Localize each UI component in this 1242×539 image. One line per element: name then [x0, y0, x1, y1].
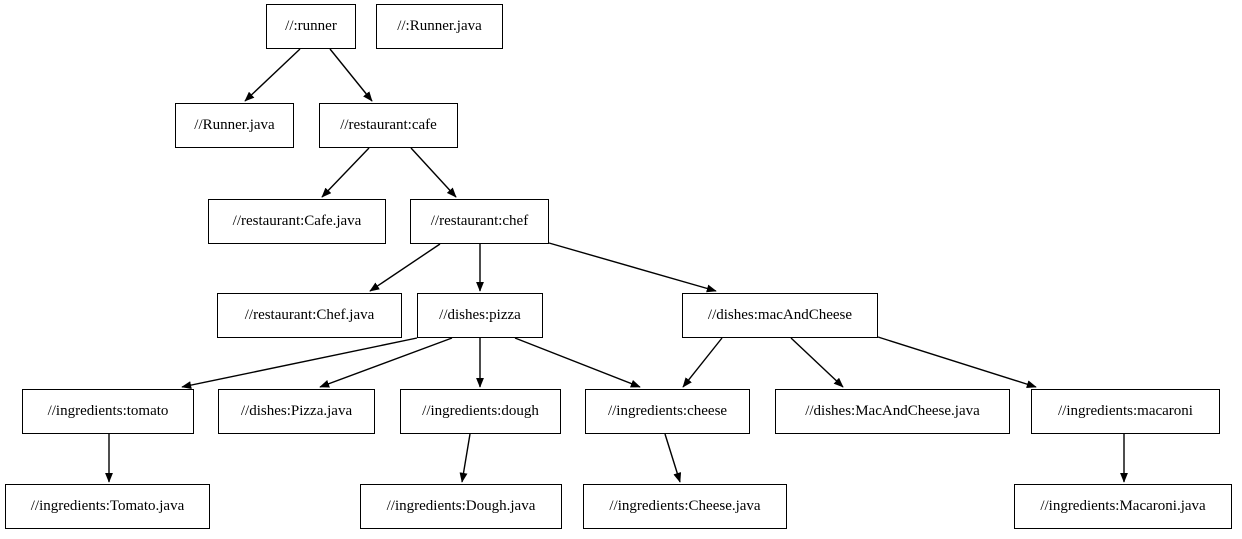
graph-node-runner_java_root[interactable]: //:Runner.java [376, 4, 503, 49]
graph-node-restaurant_chef[interactable]: //restaurant:chef [410, 199, 549, 244]
graph-edge-ing_dough-to-ing_dough_java [459, 433, 471, 483]
graph-edge-dishes_macandcheese-to-ing_macaroni [877, 336, 1037, 389]
graph-node-label: //dishes:Pizza.java [240, 403, 353, 419]
graph-node-ing_cheese_java[interactable]: //ingredients:Cheese.java [583, 484, 787, 529]
graph-node-ing_tomato[interactable]: //ingredients:tomato [22, 389, 194, 434]
graph-node-ing_dough[interactable]: //ingredients:dough [400, 389, 561, 434]
graph-edge-restaurant_chef-to-restaurant_chef_java [369, 243, 441, 292]
graph-edge-dishes_pizza-to-ing_tomato [181, 337, 418, 390]
graph-node-restaurant_cafe[interactable]: //restaurant:cafe [319, 103, 458, 148]
graph-node-ing_tomato_java[interactable]: //ingredients:Tomato.java [5, 484, 210, 529]
graph-node-restaurant_cafe_java[interactable]: //restaurant:Cafe.java [208, 199, 386, 244]
graph-node-label: //restaurant:Chef.java [244, 307, 375, 323]
graph-edge-dishes_pizza-to-dishes_pizza_java [319, 337, 453, 388]
graph-node-label: //restaurant:chef [430, 213, 529, 229]
graph-edge-restaurant_cafe-to-restaurant_chef [410, 147, 457, 198]
graph-node-label: //ingredients:dough [422, 403, 539, 419]
graph-node-label: //:Runner.java [397, 18, 482, 34]
graph-node-dishes_pizza[interactable]: //dishes:pizza [417, 293, 543, 338]
graph-node-runner[interactable]: //:runner [266, 4, 356, 49]
graph-node-restaurant_chef_java[interactable]: //restaurant:Chef.java [217, 293, 402, 338]
graph-edge-restaurant_cafe-to-restaurant_cafe_java [321, 147, 370, 198]
graph-edge-dishes_macandcheese-to-dishes_mac_java [790, 337, 844, 388]
graph-node-dishes_mac_java[interactable]: //dishes:MacAndCheese.java [775, 389, 1010, 434]
graph-edge-runner-to-restaurant_cafe [329, 48, 373, 102]
graph-node-label: //ingredients:cheese [607, 403, 728, 419]
graph-node-label: //Runner.java [194, 117, 275, 133]
graph-node-ing_dough_java[interactable]: //ingredients:Dough.java [360, 484, 562, 529]
graph-edge-dishes_macandcheese-to-ing_cheese [682, 337, 723, 388]
graph-node-runner_java[interactable]: //Runner.java [175, 103, 294, 148]
graph-node-label: //ingredients:Dough.java [386, 498, 536, 514]
graph-edge-ing_cheese-to-ing_cheese_java [664, 433, 682, 483]
graph-node-label: //ingredients:Tomato.java [30, 498, 185, 514]
graph-edge-runner-to-runner_java [244, 48, 301, 102]
graph-node-label: //dishes:macAndCheese [707, 307, 853, 323]
graph-node-ing_macaroni_java[interactable]: //ingredients:Macaroni.java [1014, 484, 1232, 529]
graph-node-label: //ingredients:tomato [47, 403, 169, 419]
graph-node-ing_cheese[interactable]: //ingredients:cheese [585, 389, 750, 434]
graph-node-label: //ingredients:Macaroni.java [1040, 498, 1206, 514]
graph-node-label: //:runner [285, 18, 337, 34]
graph-node-ing_macaroni[interactable]: //ingredients:macaroni [1031, 389, 1220, 434]
graph-edge-restaurant_chef-to-dishes_macandcheese [548, 242, 717, 293]
graph-node-label: //dishes:pizza [439, 307, 521, 323]
graph-node-label: //ingredients:Cheese.java [609, 498, 761, 514]
graph-node-label: //ingredients:macaroni [1058, 403, 1193, 419]
graph-node-label: //dishes:MacAndCheese.java [805, 403, 980, 419]
graph-node-label: //restaurant:Cafe.java [232, 213, 362, 229]
graph-node-dishes_macandcheese[interactable]: //dishes:macAndCheese [682, 293, 878, 338]
graph-edge-dishes_pizza-to-ing_cheese [514, 337, 641, 388]
graph-node-label: //restaurant:cafe [340, 117, 437, 133]
graph-node-dishes_pizza_java[interactable]: //dishes:Pizza.java [218, 389, 375, 434]
